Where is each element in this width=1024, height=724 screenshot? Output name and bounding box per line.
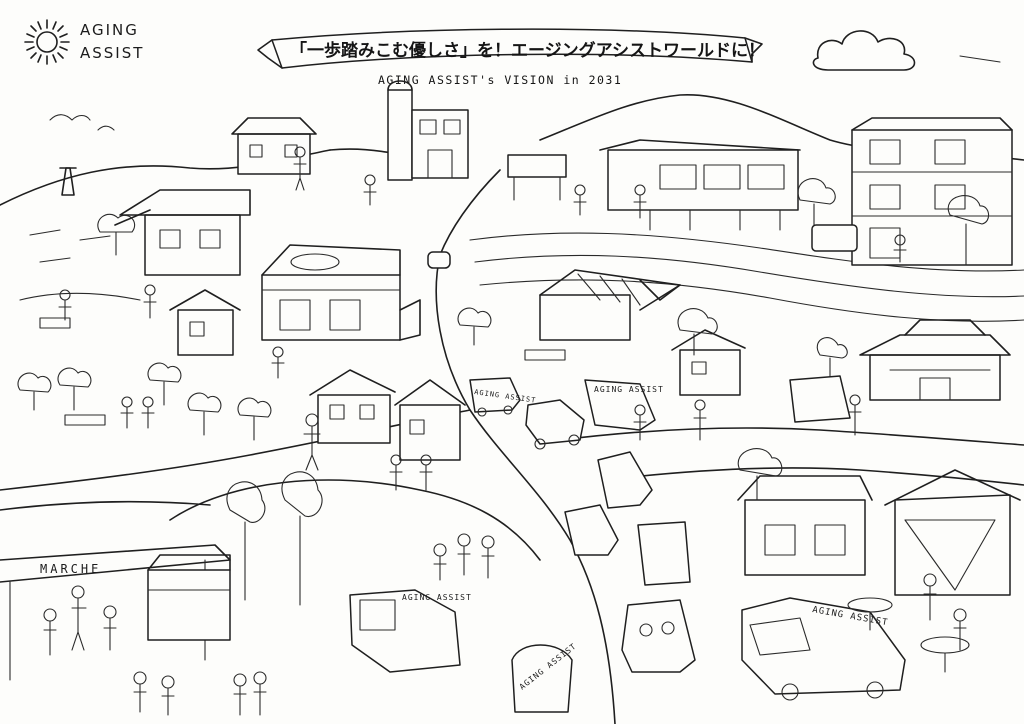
van-sign: AGING ASSIST bbox=[594, 385, 664, 394]
person-figure bbox=[633, 404, 647, 441]
person-figure bbox=[923, 573, 937, 621]
person-figure bbox=[389, 454, 403, 491]
person-figure bbox=[143, 284, 157, 319]
cloud-icon bbox=[812, 30, 1001, 71]
house-center bbox=[394, 379, 466, 461]
person-figure bbox=[433, 543, 447, 581]
apartment-building bbox=[851, 117, 1013, 266]
solar-house bbox=[539, 269, 681, 341]
person-figure bbox=[419, 454, 433, 491]
car-bottom bbox=[621, 599, 696, 673]
aging-assist-logo: AGING ASSIST bbox=[24, 19, 144, 65]
hilltop-house bbox=[231, 117, 317, 175]
house-middle bbox=[309, 369, 396, 444]
logo-line1: AGING bbox=[80, 21, 139, 39]
cart-aging-assist: AGING ASSIST bbox=[349, 589, 472, 673]
trees bbox=[17, 178, 990, 606]
person-figure bbox=[141, 396, 155, 429]
person-figure bbox=[693, 399, 707, 441]
person-figure bbox=[133, 671, 147, 713]
van-bottom-right: AGING ASSIST bbox=[741, 597, 906, 701]
bus-topright bbox=[811, 224, 858, 252]
clinic-building bbox=[737, 475, 873, 576]
bus-center bbox=[637, 521, 691, 586]
banner-title: 「一歩踏みこむ優しさ」を！エージングアシストワールドに！ bbox=[290, 40, 765, 61]
card-aging-assist: AGING ASSIST bbox=[511, 642, 578, 713]
car-top bbox=[427, 251, 451, 269]
house-right-middle bbox=[671, 329, 746, 396]
cart-sign: AGING ASSIST bbox=[402, 593, 472, 602]
community-center bbox=[261, 244, 421, 341]
person-figure bbox=[633, 184, 647, 219]
sunburst-icon bbox=[24, 19, 70, 65]
person-figure bbox=[71, 585, 87, 651]
logo-line2: ASSIST bbox=[80, 44, 144, 62]
bird-icon bbox=[49, 114, 115, 131]
banner-subtitle: AGING ASSIST's VISION in 2031 bbox=[378, 73, 622, 87]
marche-sign: MARCHE bbox=[40, 562, 101, 576]
person-figure bbox=[271, 346, 285, 379]
shopping-street bbox=[599, 139, 801, 231]
person-figure bbox=[893, 234, 907, 263]
truck-center bbox=[597, 451, 653, 509]
person-figure bbox=[457, 533, 471, 576]
car-middle bbox=[525, 399, 585, 450]
person-figure bbox=[303, 413, 321, 471]
person-figure bbox=[120, 396, 134, 429]
traditional-house-left bbox=[114, 189, 251, 276]
person-figure bbox=[161, 675, 175, 716]
person-figure bbox=[848, 394, 862, 436]
person-figure bbox=[363, 174, 377, 206]
person-figure bbox=[573, 184, 587, 216]
marche-market: MARCHE bbox=[0, 544, 231, 681]
car-lower bbox=[564, 504, 619, 556]
cafe-tables bbox=[39, 317, 970, 673]
person-figure bbox=[233, 673, 247, 716]
title-banner: 「一歩踏みこむ優しさ」を！エージングアシストワールドに！ AGING ASSIS… bbox=[257, 28, 765, 87]
minivan-right bbox=[789, 375, 851, 423]
person-figure bbox=[481, 535, 495, 579]
silo-building bbox=[387, 80, 469, 181]
lighthouse-icon bbox=[59, 167, 77, 196]
person-figure bbox=[58, 289, 72, 321]
bus-stop-sign bbox=[507, 154, 567, 201]
person-figure bbox=[293, 146, 307, 191]
person-figure bbox=[43, 608, 57, 656]
person-figure bbox=[103, 605, 117, 651]
barn-building bbox=[884, 469, 1021, 596]
person-figure bbox=[953, 608, 967, 651]
van-aging-assist: AGING ASSIST bbox=[584, 379, 664, 431]
temple-building bbox=[859, 319, 1011, 401]
person-figure bbox=[253, 671, 267, 716]
small-cabin bbox=[169, 289, 241, 356]
people bbox=[43, 146, 967, 716]
van-left: AGING ASSIST bbox=[469, 377, 537, 417]
